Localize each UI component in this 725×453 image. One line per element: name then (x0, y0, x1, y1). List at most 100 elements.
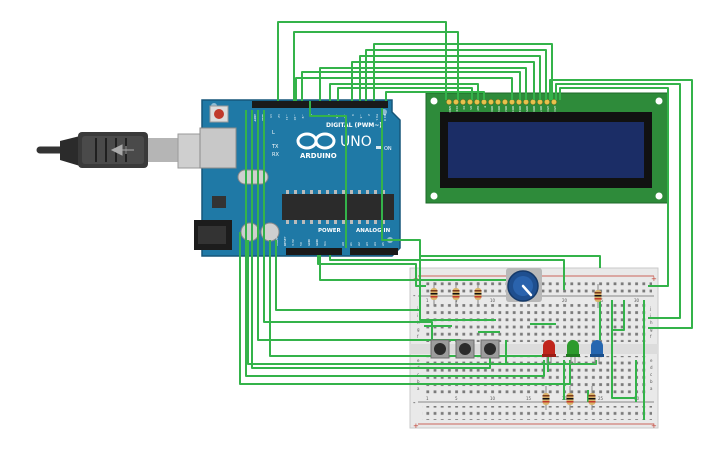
row-letter: i (650, 313, 651, 318)
row-letter: h (650, 320, 653, 325)
pin-label: GND (315, 238, 319, 246)
led-green[interactable] (566, 340, 580, 364)
wire (381, 108, 601, 268)
reset-button-cap[interactable] (214, 109, 224, 119)
analog-label: ANALOG IN (356, 228, 391, 234)
pin-label: 2 (367, 114, 371, 116)
digital-header[interactable] (252, 101, 388, 108)
pin-label: A0 (341, 242, 345, 246)
wire (612, 300, 625, 331)
led-blue[interactable] (590, 340, 604, 364)
row-letter: i (417, 313, 418, 318)
rail-plus-label: + (413, 422, 419, 430)
l-label: L (272, 130, 275, 136)
wire (365, 49, 547, 101)
potentiometer[interactable] (506, 268, 542, 302)
led-red[interactable] (542, 340, 556, 364)
wire (359, 55, 541, 101)
wire (549, 79, 693, 329)
row-letter: e (417, 358, 420, 363)
arduino-model-text: UNO (340, 134, 372, 150)
power-header[interactable] (286, 248, 342, 255)
rx-label: RX (272, 152, 279, 158)
lcd-pin-header[interactable] (446, 99, 557, 105)
row-letter: f (417, 334, 419, 339)
wire (329, 255, 565, 290)
row-letter: d (650, 365, 653, 370)
row-letter: b (417, 379, 420, 384)
wire (251, 110, 491, 369)
wire (275, 240, 420, 311)
wires[interactable] (239, 21, 693, 420)
row-letter: f (650, 334, 652, 339)
on-label: ON (384, 146, 392, 152)
wire (385, 91, 485, 101)
resistor[interactable] (566, 386, 574, 410)
lcd-pin-label: LED (546, 106, 550, 111)
pin-label: A1 (349, 242, 353, 246)
column-number: 1 (426, 396, 429, 401)
rail-minus-label: - (413, 292, 416, 300)
wire (239, 232, 571, 385)
wire (351, 61, 535, 101)
resistor[interactable] (430, 282, 438, 306)
pushbutton[interactable] (455, 339, 475, 359)
power-label: POWER (318, 228, 342, 234)
atmega-chip (282, 194, 394, 220)
usb-cable[interactable] (36, 132, 209, 169)
digital-label: DIGITAL (PWM~) (326, 122, 382, 129)
rail-minus-label: - (413, 399, 416, 407)
resistor[interactable] (452, 282, 460, 306)
lcd-pin-label: DB6 (532, 106, 536, 112)
wire (373, 43, 553, 101)
wire (555, 83, 681, 319)
column-number: 5 (455, 396, 458, 401)
wire (319, 67, 527, 101)
row-letter: j (649, 306, 651, 311)
row-letter: g (650, 327, 653, 332)
lcd-16x2[interactable]: GND VCC V0 RS RW E DB0 DB1 DB2 DB3 DB4 D… (425, 92, 669, 204)
potentiometer-knob-indicator[interactable] (521, 284, 533, 297)
pin-label: RX 0 (383, 114, 387, 121)
lcd-pin-label: DB4 (518, 106, 522, 112)
column-number: 10 (490, 298, 496, 303)
wire (309, 101, 347, 248)
column-number: 10 (490, 396, 496, 401)
pin-label: AREF (253, 114, 257, 122)
pushbutton[interactable] (480, 339, 500, 359)
lcd-pin-label: DB2 (504, 106, 508, 112)
resistor[interactable] (588, 386, 596, 410)
row-letter: e (650, 358, 653, 363)
on-led (376, 146, 382, 149)
column-number: 25 (598, 396, 604, 401)
wire (293, 31, 459, 101)
resistor[interactable] (542, 386, 550, 410)
analog-header[interactable] (350, 248, 398, 255)
pin-label: 4 (351, 114, 355, 116)
lcd-pin-label: RW (476, 106, 480, 111)
lcd-pin-label: LED (553, 106, 557, 111)
pin-label: A5 (381, 242, 385, 246)
pin-label: 12 (277, 114, 281, 118)
arduino-logo (296, 132, 336, 150)
row-letter: g (417, 327, 420, 332)
column-number: 20 (562, 298, 568, 303)
arduino-uno[interactable]: ARDUINO UNO DIGITAL (PWM~) POWER ANALOG … (194, 99, 401, 257)
wire (301, 71, 521, 101)
pushbutton[interactable] (430, 339, 450, 359)
wire (611, 300, 636, 399)
wire (263, 110, 433, 340)
rail-plus-label: + (651, 422, 657, 430)
pin-label: 13 (269, 114, 273, 118)
lcd-pin-label: V0 (462, 106, 466, 110)
resistor[interactable] (594, 284, 602, 308)
pin-label: 5V (299, 241, 303, 246)
bottom-power-rail[interactable] (422, 406, 652, 420)
row-letter: c (650, 372, 652, 377)
resistor[interactable] (474, 282, 482, 306)
pin-label: A4 (373, 242, 377, 246)
tx-label: TX (271, 144, 279, 150)
lcd-pin-label: DB7 (539, 106, 543, 112)
pin-label: A3 (365, 242, 369, 246)
